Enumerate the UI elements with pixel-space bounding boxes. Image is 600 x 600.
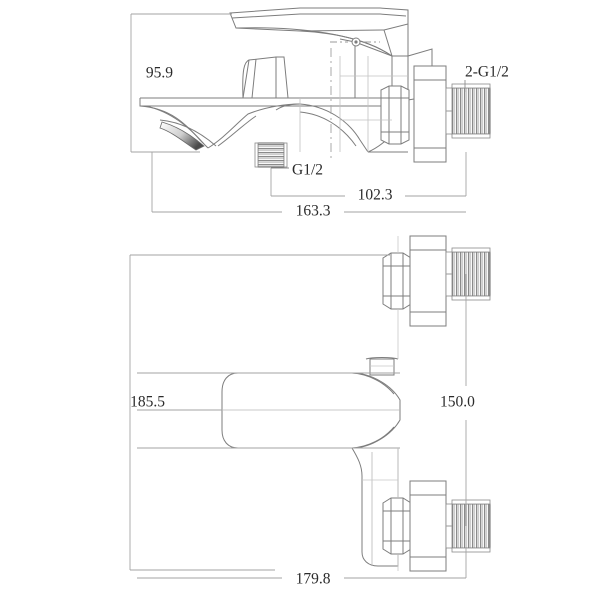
annotation-text-layer: 95.9 102.3 163.3 185.5 150.0 179.8 2-G1/…: [130, 64, 509, 588]
side-view-inlet-assembly: [380, 65, 491, 163]
callout-leaders: [271, 80, 466, 169]
front-view-top-stub: [365, 357, 399, 376]
dimension-label-163-3: 163.3: [296, 203, 331, 220]
front-view-geometry: [129, 235, 491, 579]
dimension-179-8: [137, 548, 467, 579]
front-view-upper-inlet: [382, 235, 491, 327]
side-view-handle: [242, 56, 289, 99]
side-view-construction-lines: [299, 56, 408, 152]
dimension-label-179-8: 179.8: [296, 571, 331, 588]
callout-label-2-g1-2: 2-G1/2: [465, 64, 509, 81]
dimension-label-185-5: 185.5: [130, 394, 165, 411]
side-view-outlet-thread: [254, 142, 288, 168]
dimension-163-3: [151, 152, 466, 213]
dimension-label-95-9: 95.9: [146, 65, 173, 82]
side-view-geometry: [130, 7, 491, 213]
front-view-lower-inlet: [382, 480, 491, 572]
dimension-label-102-3: 102.3: [358, 187, 393, 204]
dimension-102-3: [270, 152, 467, 197]
callout-label-g1-2: G1/2: [292, 162, 323, 179]
dimension-label-150-0: 150.0: [440, 394, 475, 411]
front-view-spout-body: [221, 372, 401, 449]
dimension-185-5: [129, 254, 400, 571]
dimension-95-9: [130, 13, 232, 153]
